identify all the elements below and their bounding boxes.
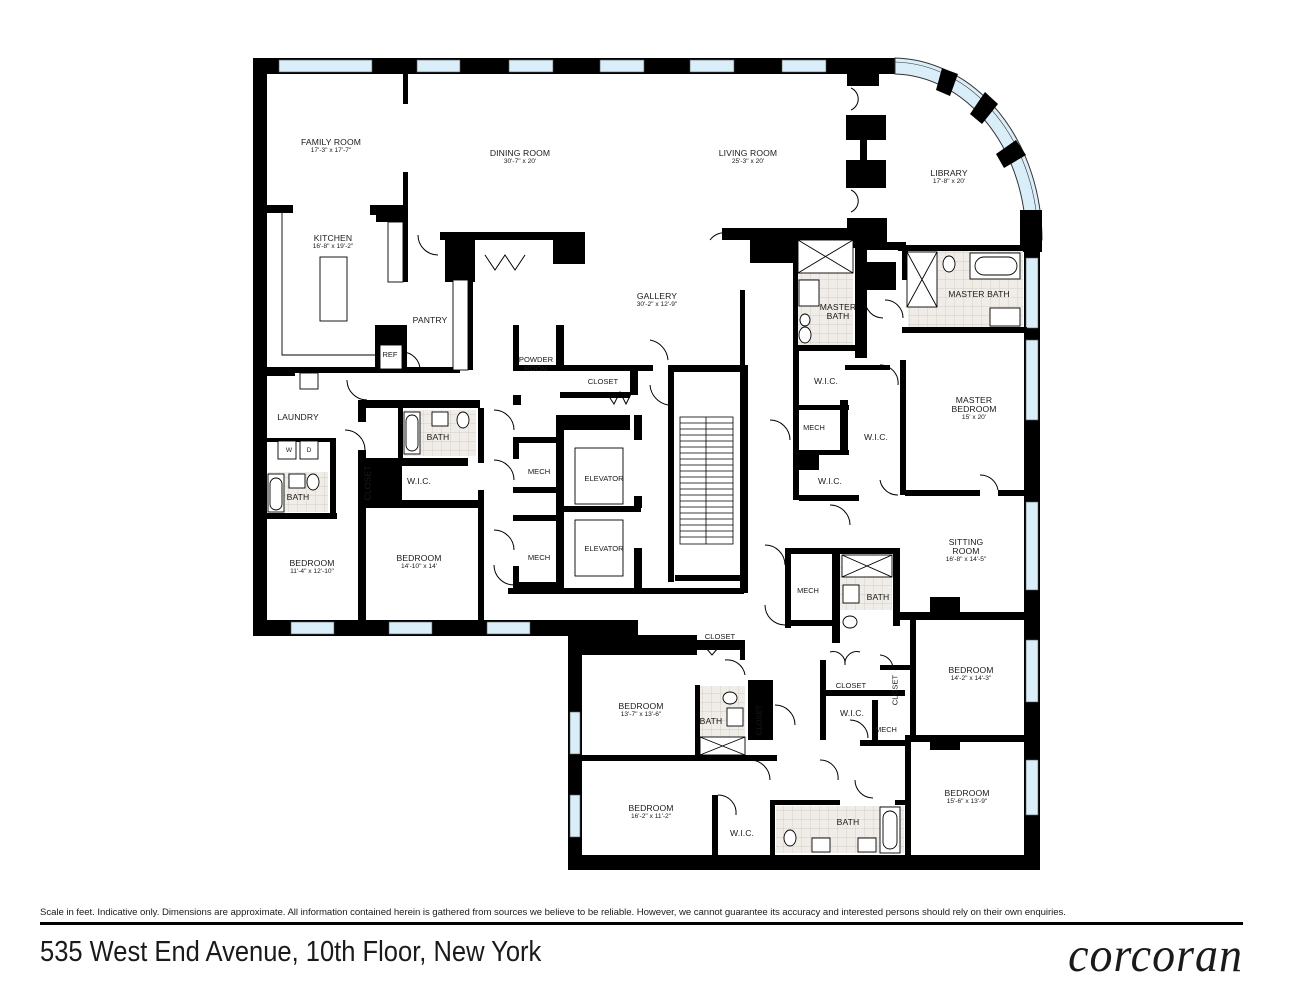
room-label-master-bedroom: MASTER BEDROOM 15' x 20' xyxy=(951,395,997,422)
room-label-bedroom-6: BEDROOM 15'-6" x 13'-9" xyxy=(944,788,990,806)
label-closet-south: CLOSET xyxy=(704,632,736,641)
label-wic-1: W.I.C. xyxy=(814,376,838,386)
label-dryer: D xyxy=(306,447,312,454)
room-label-dining-room: DINING ROOM 30'-7" x 20' xyxy=(489,148,551,166)
label-bath-west: BATH xyxy=(426,432,450,442)
room-label-family-room: FAMILY ROOM 17'-3" x 17'-7" xyxy=(301,137,361,155)
label-mech-2: MECH xyxy=(527,553,551,562)
label-closet-east-vertical: CLOSET xyxy=(890,674,900,706)
room-label-bedroom-5: BEDROOM 14'-2" x 14'-3" xyxy=(948,665,994,683)
label-mech-1: MECH xyxy=(527,467,551,476)
label-mech-3: MECH xyxy=(803,423,825,432)
label-mech-east: MECH xyxy=(875,725,897,734)
label-ref: REF xyxy=(382,350,398,359)
room-label-bedroom-4: BEDROOM 16'-2" x 11'-2" xyxy=(628,803,674,821)
label-elevator-2: ELEVATOR xyxy=(584,544,624,553)
label-master-bath-large: MASTER BATH xyxy=(948,289,1010,299)
brand-logo: corcoran xyxy=(1068,927,1243,982)
label-master-bath-small: MASTER BATH xyxy=(819,302,857,322)
floor-plan: FAMILY ROOM 17'-3" x 17'-7" DINING ROOM … xyxy=(253,57,1043,870)
label-elevator-1: ELEVATOR xyxy=(584,474,624,483)
label-closet-east: CLOSET xyxy=(835,681,867,690)
stairs xyxy=(679,416,734,545)
label-closet-south-vertical: CLOSET xyxy=(754,704,764,736)
label-mech-4: MECH xyxy=(797,586,819,595)
label-wic-2: W.I.C. xyxy=(864,432,888,442)
footer-divider xyxy=(40,922,1243,925)
showers xyxy=(699,239,938,756)
label-wic-east: W.I.C. xyxy=(840,708,864,718)
room-label-gallery: GALLERY 30'-2" x 12'-9" xyxy=(636,291,678,309)
fixtures xyxy=(267,213,1021,854)
label-pantry: PANTRY xyxy=(412,315,448,325)
room-label-kitchen: KITCHEN 16'-8" x 19'-2" xyxy=(312,233,354,251)
interior-walls xyxy=(253,74,1028,855)
label-bath-sitting: BATH xyxy=(866,592,890,602)
label-wic-south: W.I.C. xyxy=(730,828,754,838)
windows xyxy=(278,59,1039,838)
label-wic-west: W.I.C. xyxy=(407,476,431,486)
room-label-bedroom-2: BEDROOM 14'-10" x 14' xyxy=(396,553,442,571)
room-label-sitting-room: SITTING ROOM 16'-8" x 14'-5" xyxy=(945,537,987,564)
door-swings xyxy=(344,87,999,816)
label-bath-laundry: BATH xyxy=(286,492,310,502)
label-powder-room: POWDER ROOM xyxy=(518,355,554,373)
label-washer: W xyxy=(285,447,293,454)
room-label-living-room: LIVING ROOM 25'-3" x 20' xyxy=(718,148,778,166)
label-bath-southeast: BATH xyxy=(836,817,860,827)
floor-plan-drawing xyxy=(253,57,1043,870)
library-curved-wall xyxy=(894,57,1043,252)
property-address: 535 West End Avenue, 10th Floor, New Yor… xyxy=(40,936,542,968)
label-laundry: LAUNDRY xyxy=(277,412,319,422)
room-label-library: LIBRARY 17'-8" x 20' xyxy=(930,168,968,186)
room-label-bedroom-3: BEDROOM 13'-7" x 13'-6" xyxy=(618,701,664,719)
label-closet-core: CLOSET xyxy=(587,377,619,386)
label-bath-south: BATH xyxy=(699,716,723,726)
label-wic-3: W.I.C. xyxy=(818,476,842,486)
room-label-bedroom-1: BEDROOM 11'-4" x 12'-10" xyxy=(289,558,335,576)
label-closet-west: CLOSET xyxy=(362,465,373,501)
disclaimer-text: Scale in feet. Indicative only. Dimensio… xyxy=(40,907,1066,918)
